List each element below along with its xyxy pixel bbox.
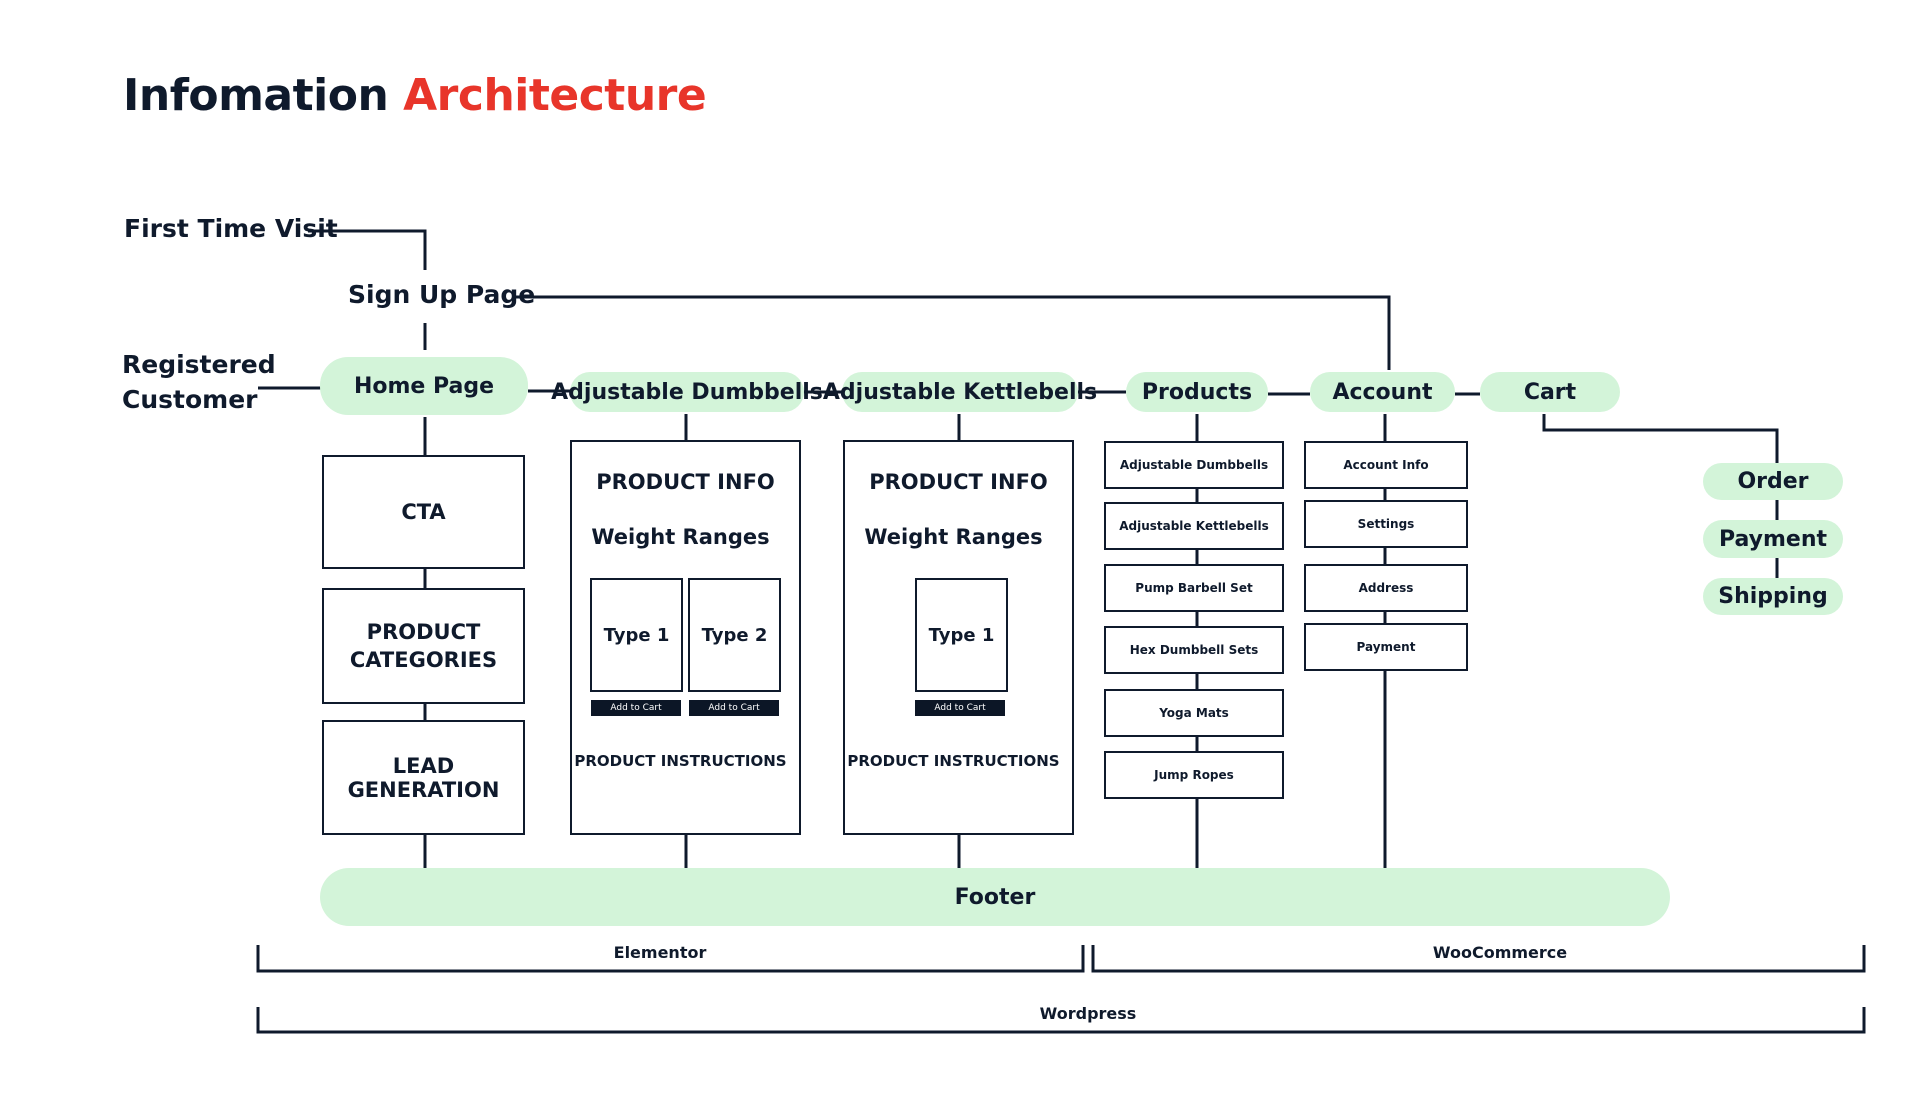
woocommerce-label: WooCommerce [1432,943,1568,962]
product-categories-box[interactable]: PRODUCT CATEGORIES [322,588,525,704]
cart-node[interactable]: Cart [1480,372,1620,412]
type2-tile[interactable]: Type 2 [688,578,781,692]
lead-generation-box[interactable]: LEAD GENERATION [322,720,525,835]
account-item[interactable]: Address [1304,564,1468,612]
shipping-node[interactable]: Shipping [1703,578,1843,615]
title-accent: Architecture [403,70,707,121]
products-item[interactable]: Yoga Mats [1104,689,1284,737]
page-title: Infomation Architecture [123,70,707,121]
product-info-heading: PRODUCT INFO [869,470,1048,494]
type1-tile[interactable]: Type 1 [915,578,1008,692]
add-to-cart-button[interactable]: Add to Cart [915,700,1005,716]
weight-ranges-heading: Weight Ranges [591,525,770,549]
kettlebells-product-card: PRODUCT INFO Weight Ranges Type 1 Add to… [843,440,1074,835]
account-item[interactable]: Settings [1304,500,1468,548]
product-info-heading: PRODUCT INFO [596,470,775,494]
wordpress-label: Wordpress [1039,1004,1137,1023]
products-node[interactable]: Products [1126,372,1268,412]
registered-line2: Customer [122,385,258,414]
first-time-visit-label: First Time Visit [124,214,338,243]
add-to-cart-button[interactable]: Add to Cart [591,700,681,716]
home-page-node[interactable]: Home Page [320,357,528,415]
elementor-label: Elementor [613,943,707,962]
add-to-cart-button[interactable]: Add to Cart [689,700,779,716]
registered-line1: Registered [122,350,276,379]
account-item[interactable]: Payment [1304,623,1468,671]
adjustable-dumbbells-node[interactable]: Adjustable Dumbbells [551,372,823,412]
products-item[interactable]: Pump Barbell Set [1104,564,1284,612]
product-instructions-label: PRODUCT INSTRUCTIONS [847,752,1060,770]
product-categories-line2: CATEGORIES [349,648,498,672]
order-node[interactable]: Order [1703,463,1843,500]
account-node[interactable]: Account [1310,372,1455,412]
products-item[interactable]: Hex Dumbbell Sets [1104,626,1284,674]
product-instructions-label: PRODUCT INSTRUCTIONS [574,752,787,770]
product-categories-line1: PRODUCT [366,620,481,644]
products-item[interactable]: Jump Ropes [1104,751,1284,799]
dumbbells-product-card: PRODUCT INFO Weight Ranges Type 1 Type 2… [570,440,801,835]
account-item[interactable]: Account Info [1304,441,1468,489]
products-item[interactable]: Adjustable Kettlebells [1104,502,1284,550]
adjustable-kettlebells-node[interactable]: Adjustable Kettlebells [823,372,1097,412]
title-main: Infomation [123,70,389,121]
weight-ranges-heading: Weight Ranges [864,525,1043,549]
footer-node[interactable]: Footer [320,868,1670,926]
sign-up-page-label: Sign Up Page [348,280,536,309]
registered-customer-label: Registered Customer [122,347,276,417]
products-item[interactable]: Adjustable Dumbbells [1104,441,1284,489]
type1-tile[interactable]: Type 1 [590,578,683,692]
payment-node[interactable]: Payment [1703,520,1843,558]
cta-box[interactable]: CTA [322,455,525,569]
